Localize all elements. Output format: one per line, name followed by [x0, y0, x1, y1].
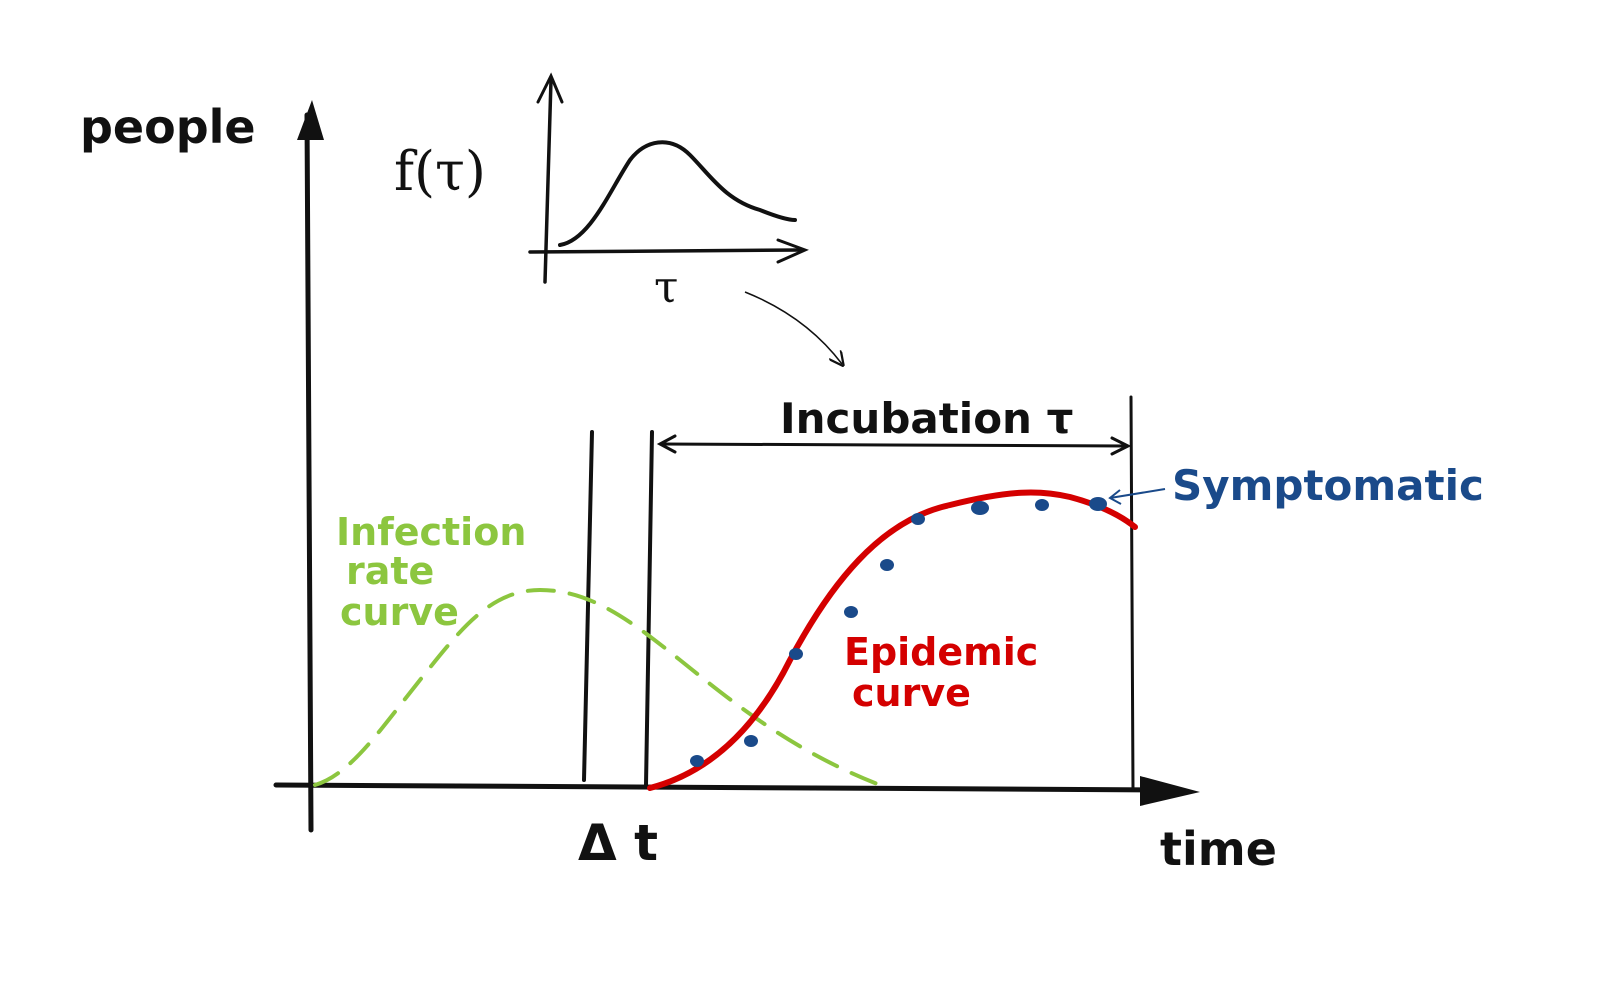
main-axes [273, 100, 1200, 833]
f-tau-label: f(τ) [394, 140, 486, 203]
people-label: people [80, 100, 256, 154]
time-label: time [1160, 822, 1277, 876]
symptomatic-pointer-arrowhead [1108, 489, 1122, 505]
symptomatic-point [844, 606, 858, 618]
infection-label-line2: rate [346, 549, 434, 593]
symptomatic-point [971, 501, 989, 515]
symptomatic-point [789, 648, 803, 660]
infection-label-line1: Infection [336, 510, 526, 554]
incubation-span-arrow [656, 434, 1132, 456]
epidemic-label-line1: Epidemic [844, 630, 1038, 674]
symptomatic-point [880, 559, 894, 571]
symptomatic-point [690, 755, 704, 767]
epidemic-label-line2: curve [852, 671, 971, 715]
inset-x-axis [528, 248, 802, 254]
delta-t-line-right [644, 430, 654, 787]
symptomatic-point [744, 735, 758, 747]
incubation-end-line [1129, 395, 1135, 792]
symptomatic-point [1089, 497, 1107, 511]
inset-to-incubation-arrow [744, 291, 842, 364]
epidemic-curve [647, 489, 1138, 791]
symptomatic-points [690, 497, 1107, 767]
delta-t-line-left [582, 430, 594, 782]
tau-axis-label: τ [654, 262, 678, 313]
inset-distribution-curve [558, 140, 797, 247]
inset-y-arrowhead [536, 72, 564, 104]
y-axis-arrowhead [297, 100, 324, 140]
symptomatic-label: Symptomatic [1172, 461, 1484, 510]
symptomatic-point [1035, 499, 1049, 511]
incubation-label: Incubation τ [780, 394, 1073, 443]
inset-x-arrowhead [776, 238, 809, 264]
symptomatic-point [911, 513, 925, 525]
infection-label-line3: curve [340, 590, 459, 634]
inset-distribution-chart [528, 72, 809, 284]
inset-y-axis [543, 78, 553, 284]
x-axis-arrowhead [1140, 776, 1200, 806]
delta-t-label: Δ t [578, 814, 658, 872]
infection-rate-curve [313, 587, 882, 787]
x-axis [273, 782, 1173, 793]
y-axis [304, 112, 314, 833]
symptomatic-pointer-arrow [1109, 488, 1166, 499]
